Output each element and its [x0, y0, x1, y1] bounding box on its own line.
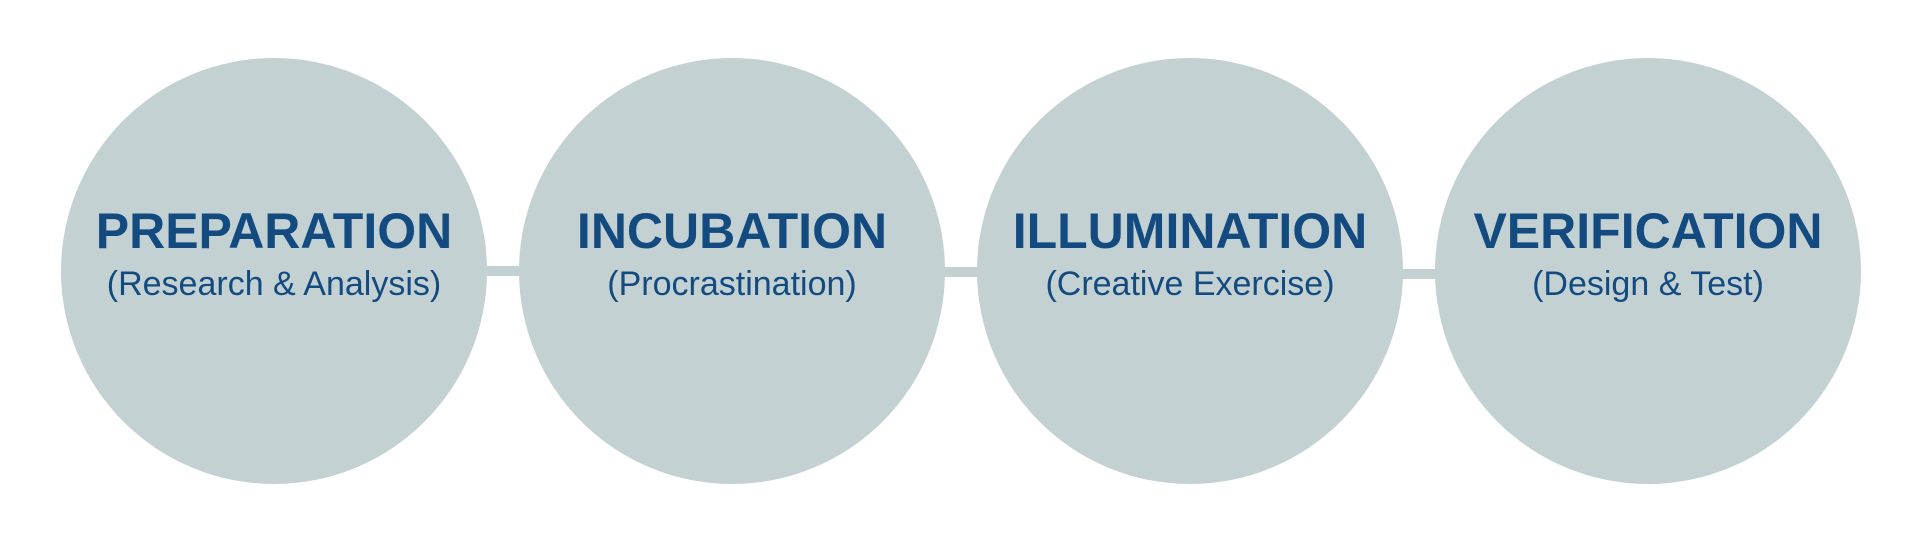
stage-subtitle: (Design & Test) [1532, 265, 1764, 303]
stage-incubation: INCUBATION (Procrastination) [519, 58, 945, 484]
stage-subtitle: (Research & Analysis) [106, 265, 442, 303]
stage-title: PREPARATION [95, 203, 453, 259]
stage-title: INCUBATION [576, 203, 888, 259]
connector-1-2 [484, 266, 522, 276]
stage-title: ILLUMINATION [1012, 203, 1368, 259]
stage-title: VERIFICATION [1473, 203, 1823, 259]
stage-verification: VERIFICATION (Design & Test) [1435, 58, 1861, 484]
connector-3-4 [1400, 269, 1438, 279]
stage-subtitle: (Procrastination) [607, 265, 857, 303]
stage-preparation: PREPARATION (Research & Analysis) [61, 58, 487, 484]
stage-illumination: ILLUMINATION (Creative Exercise) [977, 58, 1403, 484]
stage-subtitle: (Creative Exercise) [1045, 265, 1335, 303]
connector-2-3 [942, 267, 980, 277]
